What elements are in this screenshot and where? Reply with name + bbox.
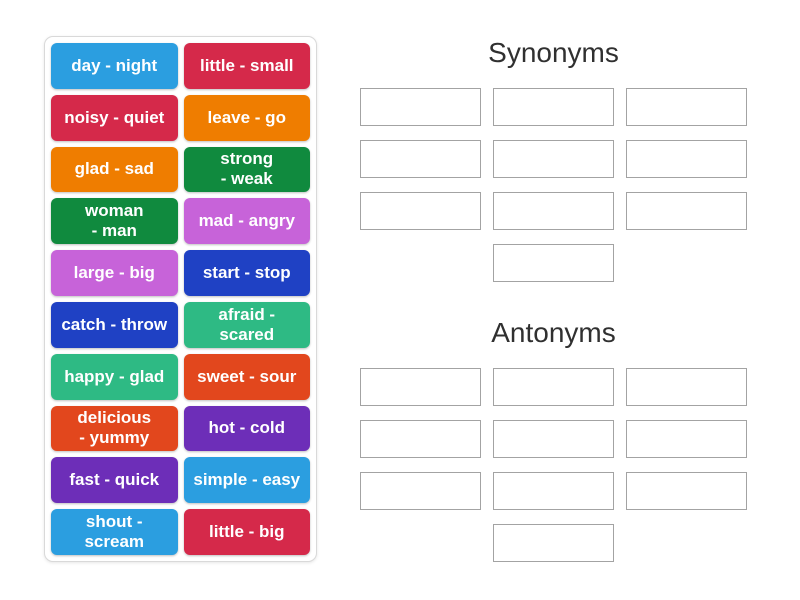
word-tile[interactable]: delicious - yummy — [51, 405, 178, 452]
word-tile[interactable]: little - big — [183, 509, 310, 555]
drop-slot[interactable] — [626, 192, 747, 230]
drop-slot[interactable] — [493, 524, 614, 562]
drop-slot[interactable] — [493, 140, 614, 178]
word-tile[interactable]: day - night — [51, 43, 178, 89]
drop-slot[interactable] — [360, 420, 481, 458]
drop-slot[interactable] — [360, 192, 481, 230]
drop-slot[interactable] — [360, 472, 481, 510]
drop-slot[interactable] — [493, 88, 614, 126]
word-tile[interactable]: fast - quick — [51, 457, 178, 504]
drop-slot[interactable] — [493, 472, 614, 510]
word-tile[interactable]: noisy - quiet — [51, 94, 178, 141]
antonyms-slot-grid — [360, 368, 747, 562]
word-tile[interactable]: simple - easy — [183, 457, 310, 504]
word-tile[interactable]: catch - throw — [51, 301, 178, 348]
drop-slot[interactable] — [626, 472, 747, 510]
group-title-antonyms: Antonyms — [491, 317, 616, 348]
word-tile[interactable]: glad - sad — [51, 146, 178, 193]
drop-slot[interactable] — [493, 420, 614, 458]
synonyms-slot-grid — [360, 88, 747, 282]
drop-slot[interactable] — [626, 140, 747, 178]
drop-slot[interactable] — [493, 192, 614, 230]
group-synonyms: Synonyms — [360, 34, 747, 282]
word-tile[interactable]: sweet - sour — [183, 353, 310, 400]
drop-slot[interactable] — [360, 368, 481, 406]
word-tile[interactable]: woman - man — [51, 198, 178, 245]
drop-slot[interactable] — [360, 140, 481, 178]
word-tile[interactable]: large - big — [51, 250, 178, 296]
drop-slot[interactable] — [626, 368, 747, 406]
drop-slot[interactable] — [626, 88, 747, 126]
drop-slot[interactable] — [493, 368, 614, 406]
drop-slot[interactable] — [360, 88, 481, 126]
group-antonyms: Antonyms — [360, 314, 747, 562]
word-tile[interactable]: hot - cold — [183, 405, 310, 452]
word-tile[interactable]: happy - glad — [51, 353, 178, 400]
word-tile[interactable]: little - small — [183, 43, 310, 89]
drop-slot[interactable] — [493, 244, 614, 282]
word-tile[interactable]: strong - weak — [183, 146, 310, 193]
word-tile[interactable]: start - stop — [183, 250, 310, 296]
word-tile[interactable]: afraid - scared — [183, 301, 310, 348]
group-title-synonyms: Synonyms — [488, 37, 619, 68]
word-tile[interactable]: shout - scream — [51, 509, 178, 555]
word-tile[interactable]: mad - angry — [183, 198, 310, 245]
drop-slot[interactable] — [626, 420, 747, 458]
word-tile[interactable]: leave - go — [183, 94, 310, 141]
